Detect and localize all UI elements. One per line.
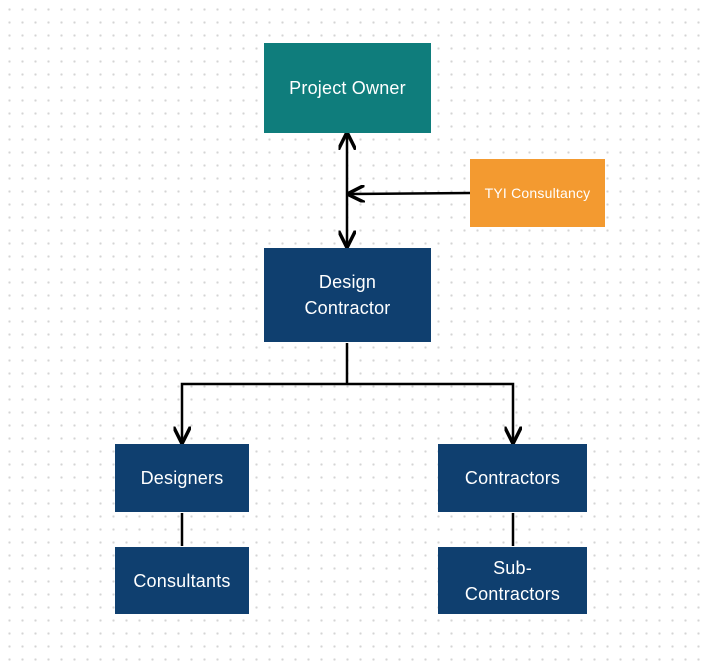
tyi-consultancy-label: TYI Consultancy <box>484 185 591 201</box>
project-owner-label: Project Owner <box>289 78 406 98</box>
tyi-consultancy-node[interactable]: TYI Consultancy <box>470 159 605 227</box>
design-contractor-node[interactable]: Design Contractor <box>264 248 431 342</box>
project-owner-node[interactable]: Project Owner <box>264 43 431 133</box>
split-to-contractors-connector <box>347 382 513 442</box>
consultants-label: Consultants <box>133 570 231 591</box>
design-contractor-label-line2: Contractor <box>304 298 391 318</box>
split-to-designers-connector <box>182 382 347 442</box>
consultancy-connector <box>349 193 471 194</box>
sub-contractors-label-line1: Sub- <box>493 557 532 578</box>
contractors-node[interactable]: Contractors <box>438 444 587 512</box>
design-contractor-label-line1: Design <box>318 272 377 292</box>
sub-contractors-node[interactable]: Sub- Contractors <box>438 547 587 614</box>
contractors-label: Contractors <box>464 468 561 488</box>
consultants-node[interactable]: Consultants <box>115 547 249 614</box>
sub-contractors-label-line2: Contractors <box>464 583 561 604</box>
designers-node[interactable]: Designers <box>115 444 249 512</box>
designers-label: Designers <box>140 468 224 488</box>
